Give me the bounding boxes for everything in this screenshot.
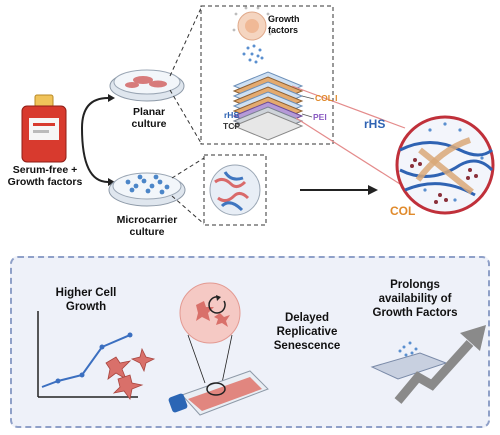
fibroblast-cells-icon <box>105 347 156 400</box>
col-i-label: COL I <box>315 93 338 103</box>
matrix-col-label: COL <box>390 204 416 218</box>
pei-label: PEI <box>313 112 327 122</box>
growth-factors-label: Growth factors <box>268 14 300 35</box>
cell-zoom-icon <box>179 282 241 384</box>
planar-dish-icon <box>109 69 185 102</box>
microcarrier-dish-icon <box>108 172 186 207</box>
zoom-lines-microcarrier <box>171 157 205 225</box>
media-bottle-icon <box>21 94 67 163</box>
planar-culture-label: Planar culture <box>131 106 167 130</box>
layer-leader-lines <box>301 95 315 118</box>
growth-curve-icon <box>37 311 138 398</box>
growth-factor-icon <box>232 6 272 64</box>
zoom-lines-planar <box>169 7 202 144</box>
delayed-senescence-title: Delayed Replicative Senescence <box>273 312 341 352</box>
arrow-to-matrix <box>300 185 378 195</box>
culture-flask-icon <box>168 370 269 416</box>
higher-cell-growth-title: Higher Cell Growth <box>55 287 117 313</box>
matrix-rhs-label: rHS <box>364 117 386 131</box>
matrix-circle-icon <box>395 115 495 215</box>
microcarrier-bead-icon <box>209 164 261 216</box>
microcarrier-culture-label: Microcarrier culture <box>116 214 178 238</box>
tcp-label: TCP <box>223 121 240 131</box>
upward-trend-arrow-icon <box>394 325 486 404</box>
rhs-layer-label: rHS <box>224 110 240 120</box>
growth-factor-availability-title: Prolongs availability of Growth Factors <box>372 279 458 319</box>
release-surface-icon <box>370 341 448 380</box>
serum-free-label: Serum-free + Growth factors <box>7 164 83 188</box>
outcomes-illustration <box>37 282 486 416</box>
layer-stack <box>232 71 304 141</box>
workflow-illustration <box>21 5 495 226</box>
branch-arrows <box>81 94 115 186</box>
